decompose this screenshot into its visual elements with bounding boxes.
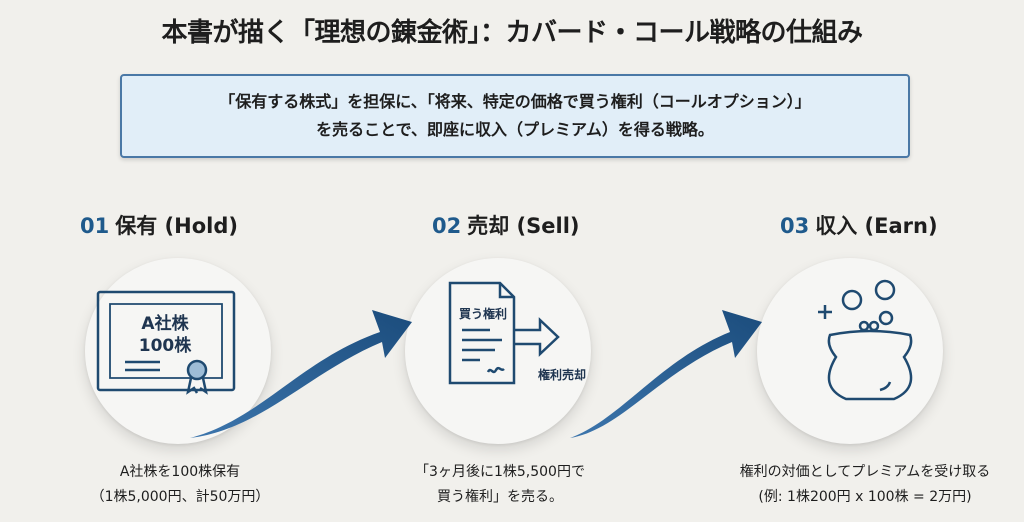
step-label: 売却 (Sell) [467, 214, 580, 238]
page-title: 本書が描く「理想の錬金術」：カバード・コール戦略の仕組み [161, 18, 863, 48]
caption-line: 「3ヶ月後に1株5,500円で [415, 464, 585, 480]
certificate-company: A社株 [141, 314, 189, 334]
step-2-caption: 「3ヶ月後に1株5,500円で 買う権利」を売る。 [340, 460, 660, 510]
summary-line-2: を売ることで、即座に収入（プレミアム）を得る戦略。 [316, 120, 714, 139]
caption-line: （1株5,000円、計50万円） [90, 489, 270, 505]
caption-line: 権利の対価としてプレミアムを受け取る [739, 464, 991, 480]
step-number: 03 [780, 214, 810, 238]
certificate-text: A社株 100株 [120, 313, 210, 357]
step-label: 保有 (Hold) [115, 214, 238, 238]
summary-line-1: 「保有する株式」を担保に、「将来、特定の価格で買う権利（コールオプション）」 [219, 92, 811, 111]
caption-line: (例: 1株200円 x 100株 = 2万円) [758, 489, 972, 505]
caption-line: 買う権利」を売る。 [437, 489, 563, 505]
arrow-1-icon [190, 310, 412, 438]
step-3-caption: 権利の対価としてプレミアムを受け取る (例: 1株200円 x 100株 = 2… [700, 460, 1024, 510]
step-number: 01 [80, 214, 110, 238]
document-label: 買う権利 [459, 307, 508, 321]
step-number: 02 [432, 214, 462, 238]
sell-rights-label: 権利売却 [538, 368, 587, 382]
caption-line: A社株を100株保有 [119, 464, 241, 480]
certificate-shares: 100株 [138, 336, 192, 356]
arrow-2-icon [570, 310, 762, 438]
step-1-caption: A社株を100株保有 （1株5,000円、計50万円） [20, 460, 340, 510]
summary-box: 「保有する株式」を担保に、「将来、特定の価格で買う権利（コールオプション）」 を… [120, 74, 910, 158]
step-label: 収入 (Earn) [815, 214, 938, 238]
